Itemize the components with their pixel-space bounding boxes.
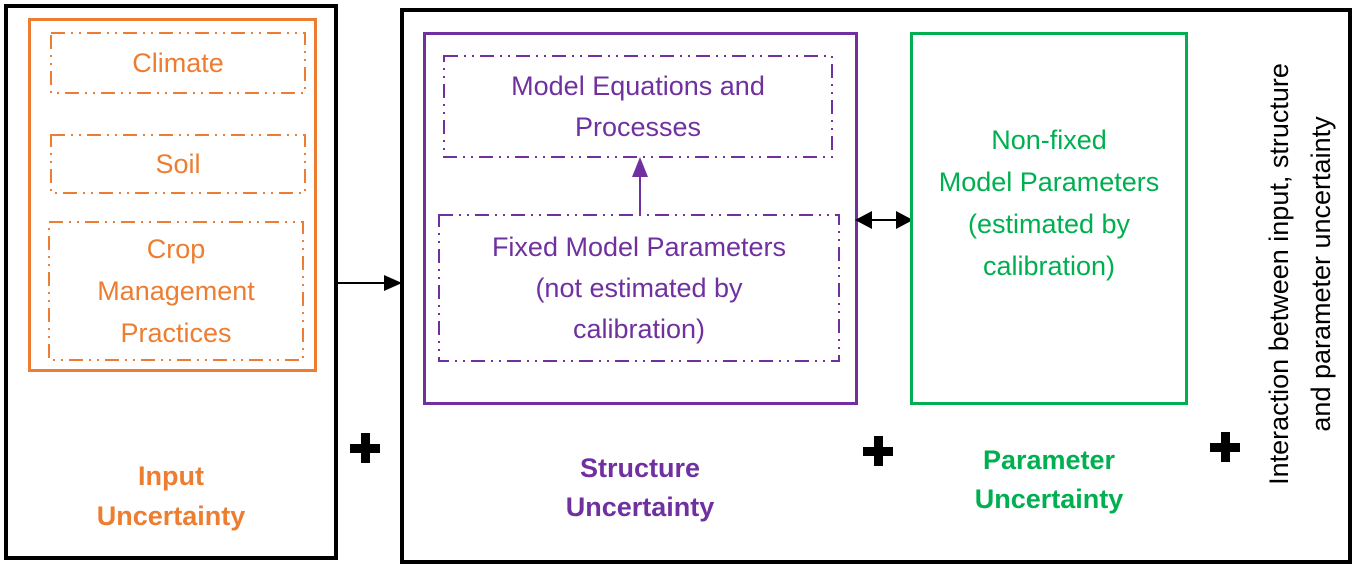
interaction-label: Interaction between input, structure and… xyxy=(1264,63,1336,485)
soil-box: Soil xyxy=(50,134,306,194)
structure-parameter-arrow xyxy=(855,211,913,229)
crop-management-label-line: Practices xyxy=(120,318,232,348)
model-equations-box: Model Equations and Processes xyxy=(443,55,833,158)
non-fixed-parameters-label: Non-fixed Model Parameters (estimated by… xyxy=(938,125,1160,281)
crop-management-label-line: Management xyxy=(97,276,255,306)
plus-icon xyxy=(1210,432,1240,462)
crop-management-box: Crop Management Practices xyxy=(48,221,304,361)
climate-box: Climate xyxy=(50,32,306,94)
climate-label: Climate xyxy=(132,48,224,78)
dash-dot-border xyxy=(443,55,833,158)
input-group-box xyxy=(28,18,317,372)
main-panel-frame xyxy=(400,8,1352,564)
input-to-structure-arrow xyxy=(336,275,402,291)
fixed-parameters-label-line: Fixed Model Parameters xyxy=(491,231,787,262)
structure-uncertainty-label: Structure Uncertainty xyxy=(565,453,715,522)
dash-dot-border xyxy=(50,32,306,94)
fixed-parameters-box: Fixed Model Parameters (not estimated by… xyxy=(438,214,840,362)
input-uncertainty-label: Input Uncertainty xyxy=(96,461,246,531)
fixed-to-equations-arrow xyxy=(632,157,648,214)
model-equations-label-line: Processes xyxy=(574,111,702,142)
parameter-uncertainty-label: Parameter Uncertainty xyxy=(974,445,1124,514)
dash-dot-border xyxy=(50,134,306,194)
soil-label: Soil xyxy=(155,149,201,179)
crop-management-label-line: Crop xyxy=(146,234,206,264)
plus-icon xyxy=(863,436,893,466)
dash-dot-border xyxy=(438,214,840,362)
fixed-parameters-label-line: (not estimated by xyxy=(535,272,743,303)
fixed-parameters-label-line: calibration) xyxy=(572,313,706,344)
parameter-box xyxy=(910,32,1188,405)
model-equations-label-line: Model Equations and xyxy=(511,70,765,101)
plus-icon xyxy=(350,433,380,463)
structure-box xyxy=(423,32,858,405)
